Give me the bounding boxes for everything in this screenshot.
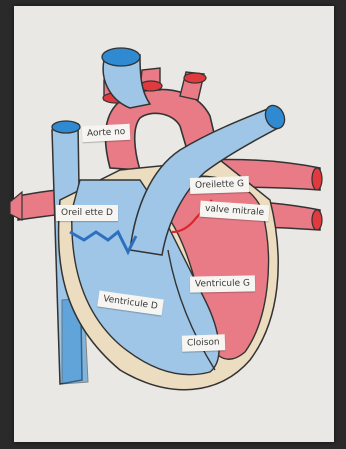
label-oreillette-gauche: Oreilette G [190,176,250,194]
label-cloison: Cloison [182,334,225,351]
label-ventricule-gauche: Ventricule G [190,275,255,292]
label-oreillette-droite: Oreil ette D [56,205,118,221]
label-aorte: Aorte no [82,124,131,143]
